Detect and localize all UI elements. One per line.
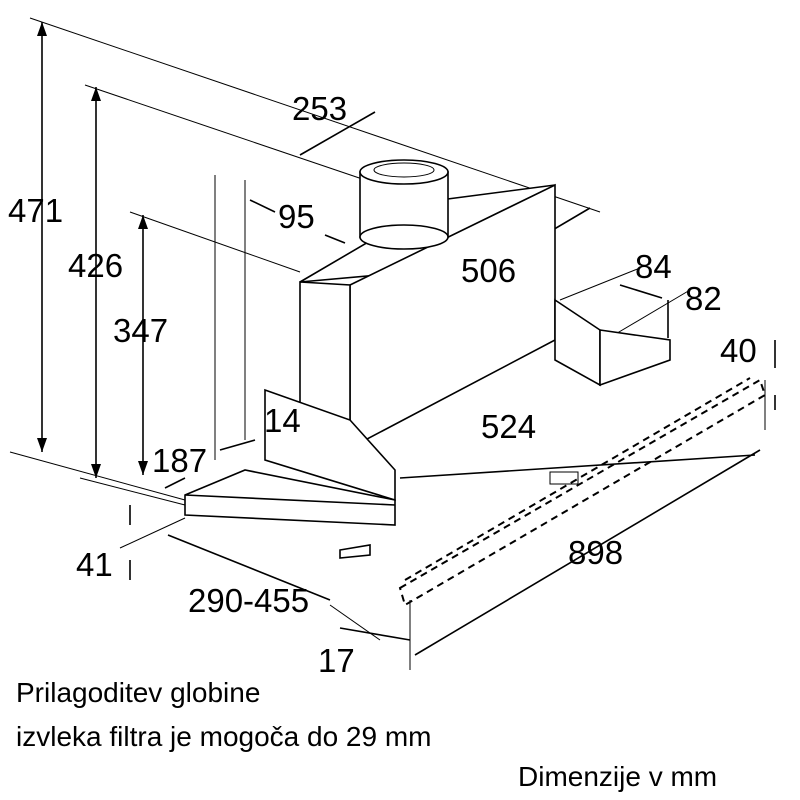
front-panel-dashed — [398, 377, 767, 607]
dimension-lines — [37, 22, 776, 656]
dim-290-455: 290-455 — [188, 582, 309, 619]
duct-collar — [359, 159, 449, 250]
units-note: Dimenzije v mm — [518, 761, 717, 792]
caption-line-2: izvleka filtra je mogoča do 29 mm — [16, 721, 432, 752]
dim-187: 187 — [152, 442, 207, 479]
caption-line-1: Prilagoditev globine — [16, 677, 260, 708]
dim-95: 95 — [278, 198, 315, 235]
dim-347: 347 — [113, 312, 168, 349]
dim-471: 471 — [8, 192, 63, 229]
dim-253: 253 — [292, 90, 347, 127]
dim-426: 426 — [68, 247, 123, 284]
filter-drawer — [184, 469, 396, 559]
dim-17: 17 — [318, 642, 355, 679]
dim-41: 41 — [76, 546, 113, 583]
hood-body — [264, 183, 671, 502]
dim-506: 506 — [461, 252, 516, 289]
dim-40: 40 — [720, 332, 757, 369]
dim-898: 898 — [568, 534, 623, 571]
dim-524: 524 — [481, 408, 536, 445]
dim-84: 84 — [635, 248, 672, 285]
dim-14: 14 — [264, 402, 301, 439]
dim-82: 82 — [685, 280, 722, 317]
